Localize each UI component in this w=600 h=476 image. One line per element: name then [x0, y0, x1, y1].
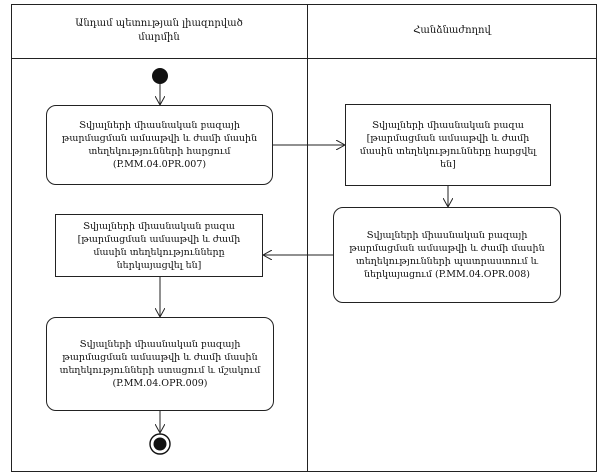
lane-title-commission: Հանձնաժողով [413, 25, 491, 36]
action-receive-process: Տվյալների միասնական բազայի թարմացման ամս… [46, 317, 274, 411]
action-provide-info: Տվյալների միասնական բազայի թարմացման ամս… [333, 207, 561, 303]
object-info-provided: Տվյալների միասնական բազա [թարմացման ամսա… [55, 214, 263, 277]
lane-title-authority: Անդամ պետության լիազորված մարմին [75, 18, 243, 43]
object-request-received: Տվյալների միասնական բազա [թարմացման ամսա… [345, 104, 551, 186]
swimlane-frame [11, 4, 597, 472]
final-node-dot [153, 437, 167, 451]
action-send-request: Տվյալների միասնական բազայի թարմացման ամս… [46, 105, 273, 185]
initial-node [152, 68, 168, 84]
